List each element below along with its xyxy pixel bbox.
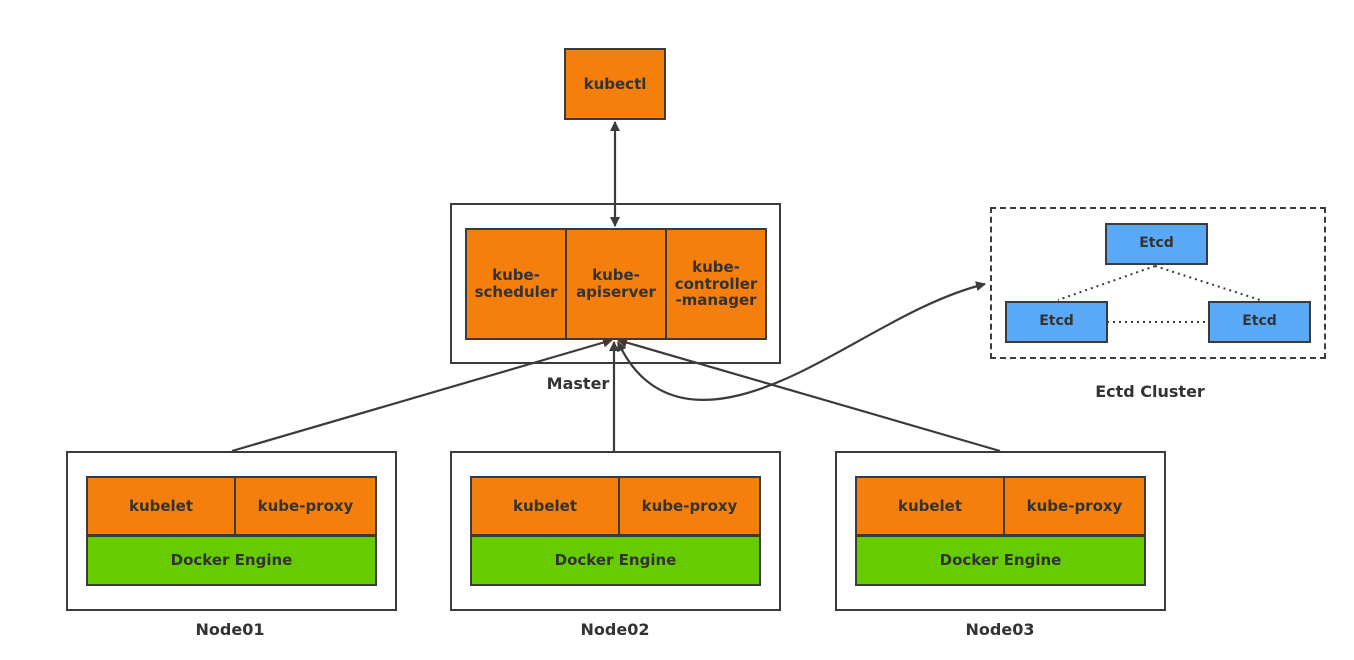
node02-frame [450, 451, 781, 611]
etcd-node-left-label: Etcd [1039, 313, 1074, 330]
node01-label: Node01 [195, 620, 265, 639]
kube-apiserver-box: kube- apiserver [565, 228, 667, 340]
node01-kube-proxy-box: kube-proxy [234, 476, 377, 536]
node01-frame [66, 451, 397, 611]
node03-docker-engine-box: Docker Engine [855, 535, 1146, 586]
node01-kube-proxy-label: kube-proxy [257, 496, 354, 515]
node01-docker-engine-box: Docker Engine [86, 535, 377, 586]
kubectl-box: kubectl [564, 48, 666, 120]
kube-scheduler-label: kube- scheduler [474, 266, 558, 301]
node02-docker-engine-label: Docker Engine [554, 551, 677, 570]
node02-kube-proxy-label: kube-proxy [641, 496, 738, 515]
node03-frame [835, 451, 1166, 611]
node01-docker-engine-label: Docker Engine [170, 551, 293, 570]
kube-scheduler-box: kube- scheduler [465, 228, 567, 340]
kube-controller-manager-box: kube- controller -manager [665, 228, 767, 340]
node03-kube-proxy-box: kube-proxy [1003, 476, 1146, 536]
node02-label: Node02 [580, 620, 650, 639]
etcd-node-right-label: Etcd [1242, 313, 1277, 330]
node02-kube-proxy-box: kube-proxy [618, 476, 761, 536]
node03-kubelet-box: kubelet [855, 476, 1005, 536]
kube-controller-manager-label: kube- controller -manager [674, 257, 758, 310]
node02-kubelet-label: kubelet [512, 496, 578, 515]
etcd-cluster-label: Ectd Cluster [1095, 382, 1205, 401]
etcd-cluster-frame [990, 207, 1326, 359]
etcd-node-left: Etcd [1005, 301, 1108, 343]
kube-apiserver-label: kube- apiserver [576, 266, 656, 301]
node01-kubelet-box: kubelet [86, 476, 236, 536]
etcd-node-right: Etcd [1208, 301, 1311, 343]
node03-kubelet-label: kubelet [897, 496, 963, 515]
node03-label: Node03 [965, 620, 1035, 639]
etcd-node-top: Etcd [1105, 223, 1208, 265]
node02-kubelet-box: kubelet [470, 476, 620, 536]
node01-kubelet-label: kubelet [128, 496, 194, 515]
node02-docker-engine-box: Docker Engine [470, 535, 761, 586]
node03-kube-proxy-label: kube-proxy [1026, 496, 1123, 515]
kubectl-label: kubectl [583, 74, 647, 93]
node03-docker-engine-label: Docker Engine [939, 551, 1062, 570]
etcd-node-top-label: Etcd [1139, 235, 1174, 252]
master-frame [450, 203, 781, 364]
master-label: Master [546, 374, 610, 393]
